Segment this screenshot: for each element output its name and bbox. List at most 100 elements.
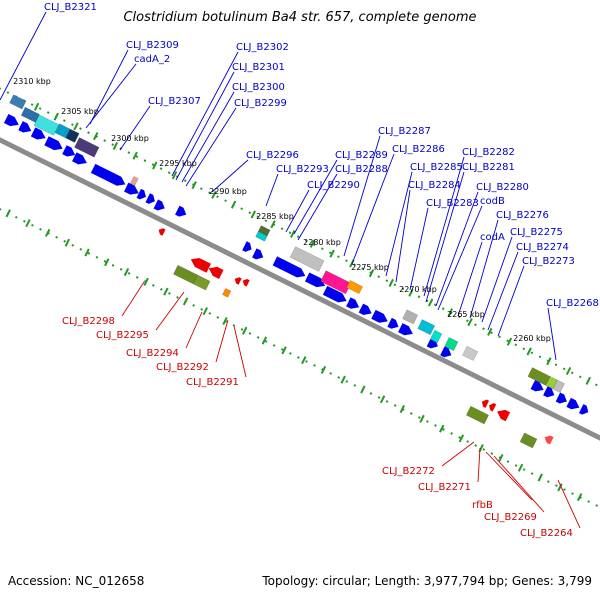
cds-forward-arrow	[440, 346, 452, 358]
forward-leader-line	[181, 91, 235, 183]
gene-block	[173, 264, 198, 285]
forward-gene-label: CLJ_B2302	[236, 42, 289, 53]
outer-ring-mark	[585, 376, 591, 385]
cds-forward-arrow	[44, 136, 63, 151]
inner-ring-mark	[557, 483, 563, 492]
inner-ring-mark	[5, 209, 11, 218]
reverse-leader-line	[121, 281, 145, 317]
outer-ring-mark	[388, 278, 394, 287]
reverse-gene-label: CLJ_B2272	[382, 466, 435, 477]
outer-ring-mark	[565, 367, 572, 376]
cds-forward-arrow	[530, 380, 544, 392]
tick-label: 2300 kbp	[111, 134, 149, 143]
forward-gene-label: CLJ_B2299	[234, 98, 287, 109]
reverse-leader-line	[557, 479, 581, 529]
accession-text: Accession: NC_012658	[8, 574, 145, 588]
outer-ring-mark	[33, 102, 40, 111]
forward-leader-line	[437, 205, 483, 311]
inner-ring-mark	[104, 258, 110, 267]
inner-ring-mark	[281, 346, 287, 355]
inner-ring-mark	[182, 297, 189, 306]
backbone-line	[0, 137, 600, 441]
gene-block	[417, 319, 436, 336]
reverse-gene-label: CLJ_B2264	[520, 528, 573, 539]
forward-leader-line	[481, 236, 513, 323]
tick-label: 2290 kbp	[209, 187, 247, 196]
forward-leader-line	[423, 156, 465, 297]
reverse-gene-label: CLJ_B2294	[126, 348, 179, 359]
outer-ring-mark	[152, 161, 158, 170]
forward-gene-label: CLJ_B2283	[426, 198, 479, 209]
inner-ring-mark	[261, 336, 268, 345]
inner-ring-mark	[379, 395, 386, 404]
gene-features	[3, 94, 589, 449]
forward-leader-line	[547, 307, 557, 361]
forward-leader-line	[385, 171, 413, 277]
outer-ring-mark	[487, 327, 493, 336]
cds-forward-arrow	[578, 404, 589, 415]
cds-forward-arrow	[543, 386, 555, 398]
cds-reverse-arrow	[208, 266, 224, 279]
backbone-line	[0, 137, 600, 441]
reverse-leader-line	[485, 451, 533, 501]
cds-forward-arrow	[304, 272, 326, 288]
forward-gene-label: CLJ_B2290	[307, 180, 360, 191]
cds-forward-arrow	[272, 256, 306, 278]
inner-ring-mark	[439, 424, 445, 433]
forward-leader-line	[487, 251, 519, 331]
reverse-leader-line	[441, 441, 475, 467]
reverse-gene-label: CLJ_B2269	[484, 512, 537, 523]
cds-forward-arrow	[566, 397, 580, 410]
inner-ring-mark	[458, 434, 465, 443]
reverse-leader-line	[477, 447, 481, 483]
reverse-gene-label: CLJ_B2295	[96, 330, 149, 341]
outer-ring-mark	[506, 337, 513, 346]
cds-forward-arrow	[555, 392, 567, 404]
forward-gene-label: CLJ_B2287	[378, 126, 431, 137]
cds-forward-arrow	[346, 297, 360, 309]
outer-ring-mark	[329, 249, 335, 258]
inner-ring-mark	[163, 287, 169, 296]
outer-ring-mark	[290, 230, 296, 239]
tick-label: 2270 kbp	[399, 285, 437, 294]
outer-ring-mark	[467, 318, 473, 327]
inner-ring-mark	[301, 356, 307, 365]
forward-gene-label: CLJ_B2281	[462, 162, 515, 173]
forward-leader-line	[293, 159, 338, 235]
tick-label: 2280 kbp	[303, 238, 341, 247]
outer-ring-mark	[250, 210, 256, 219]
forward-leader-line	[171, 51, 239, 177]
inner-ring-mark	[25, 219, 31, 228]
outer-ring-mark	[427, 298, 434, 307]
genome-summary-text: Topology: circular; Length: 3,977,794 bp…	[262, 574, 592, 588]
reverse-leader-line	[215, 319, 229, 363]
cds-forward-arrow	[90, 163, 126, 186]
cds-reverse-arrow	[242, 279, 250, 287]
outer-ring-mark	[368, 269, 375, 278]
gene-block	[346, 280, 363, 295]
inner-ring-mark	[419, 414, 425, 423]
forward-gene-label: CLJ_B2284	[408, 180, 461, 191]
cds-reverse-arrow	[234, 277, 242, 285]
forward-leader-line	[457, 241, 483, 317]
gene-block	[20, 106, 40, 123]
forward-leader-line	[285, 189, 310, 233]
outer-ring-mark	[211, 190, 217, 199]
forward-leader-line	[185, 107, 237, 187]
reverse-leader-line	[233, 325, 247, 378]
outer-ring-mark	[132, 151, 138, 160]
tick-label: 2285 kbp	[256, 212, 294, 221]
reverse-gene-label: CLJ_B2271	[418, 482, 471, 493]
cds-forward-arrow	[371, 309, 388, 323]
tick-label: 2310 kbp	[13, 77, 51, 86]
outer-ring-mark	[112, 141, 119, 150]
forward-gene-label: CLJ_B2285	[410, 162, 463, 173]
outer-dotted-ring	[0, 87, 600, 388]
forward-leader-line	[343, 135, 381, 257]
cds-forward-arrow	[358, 303, 372, 315]
forward-gene-label: CLJ_B2273	[522, 256, 575, 267]
outer-ring-mark	[171, 171, 178, 180]
cds-forward-arrow	[3, 114, 19, 127]
inner-ring-mark	[222, 316, 228, 325]
